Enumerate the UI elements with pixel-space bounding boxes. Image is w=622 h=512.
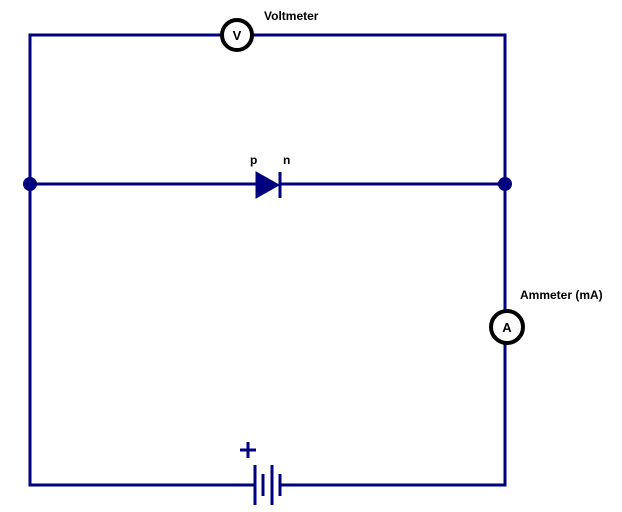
battery [253,465,282,505]
voltmeter-symbol: V [233,28,242,43]
voltmeter: V [220,18,254,52]
diode [255,171,282,199]
junction-node-left [23,177,37,191]
ammeter-symbol: A [502,320,512,335]
diode-p-label: p [250,153,257,167]
diode-triangle [255,171,281,199]
diode-n-label: n [283,153,290,167]
ammeter: A [489,309,525,345]
junction-node-right [498,177,512,191]
voltmeter-circle [220,18,254,52]
ammeter-label: Ammeter (mA) [520,288,603,302]
battery-plus-sign [240,442,256,458]
voltmeter-label: Voltmeter [264,9,319,23]
ammeter-circle [489,309,525,345]
